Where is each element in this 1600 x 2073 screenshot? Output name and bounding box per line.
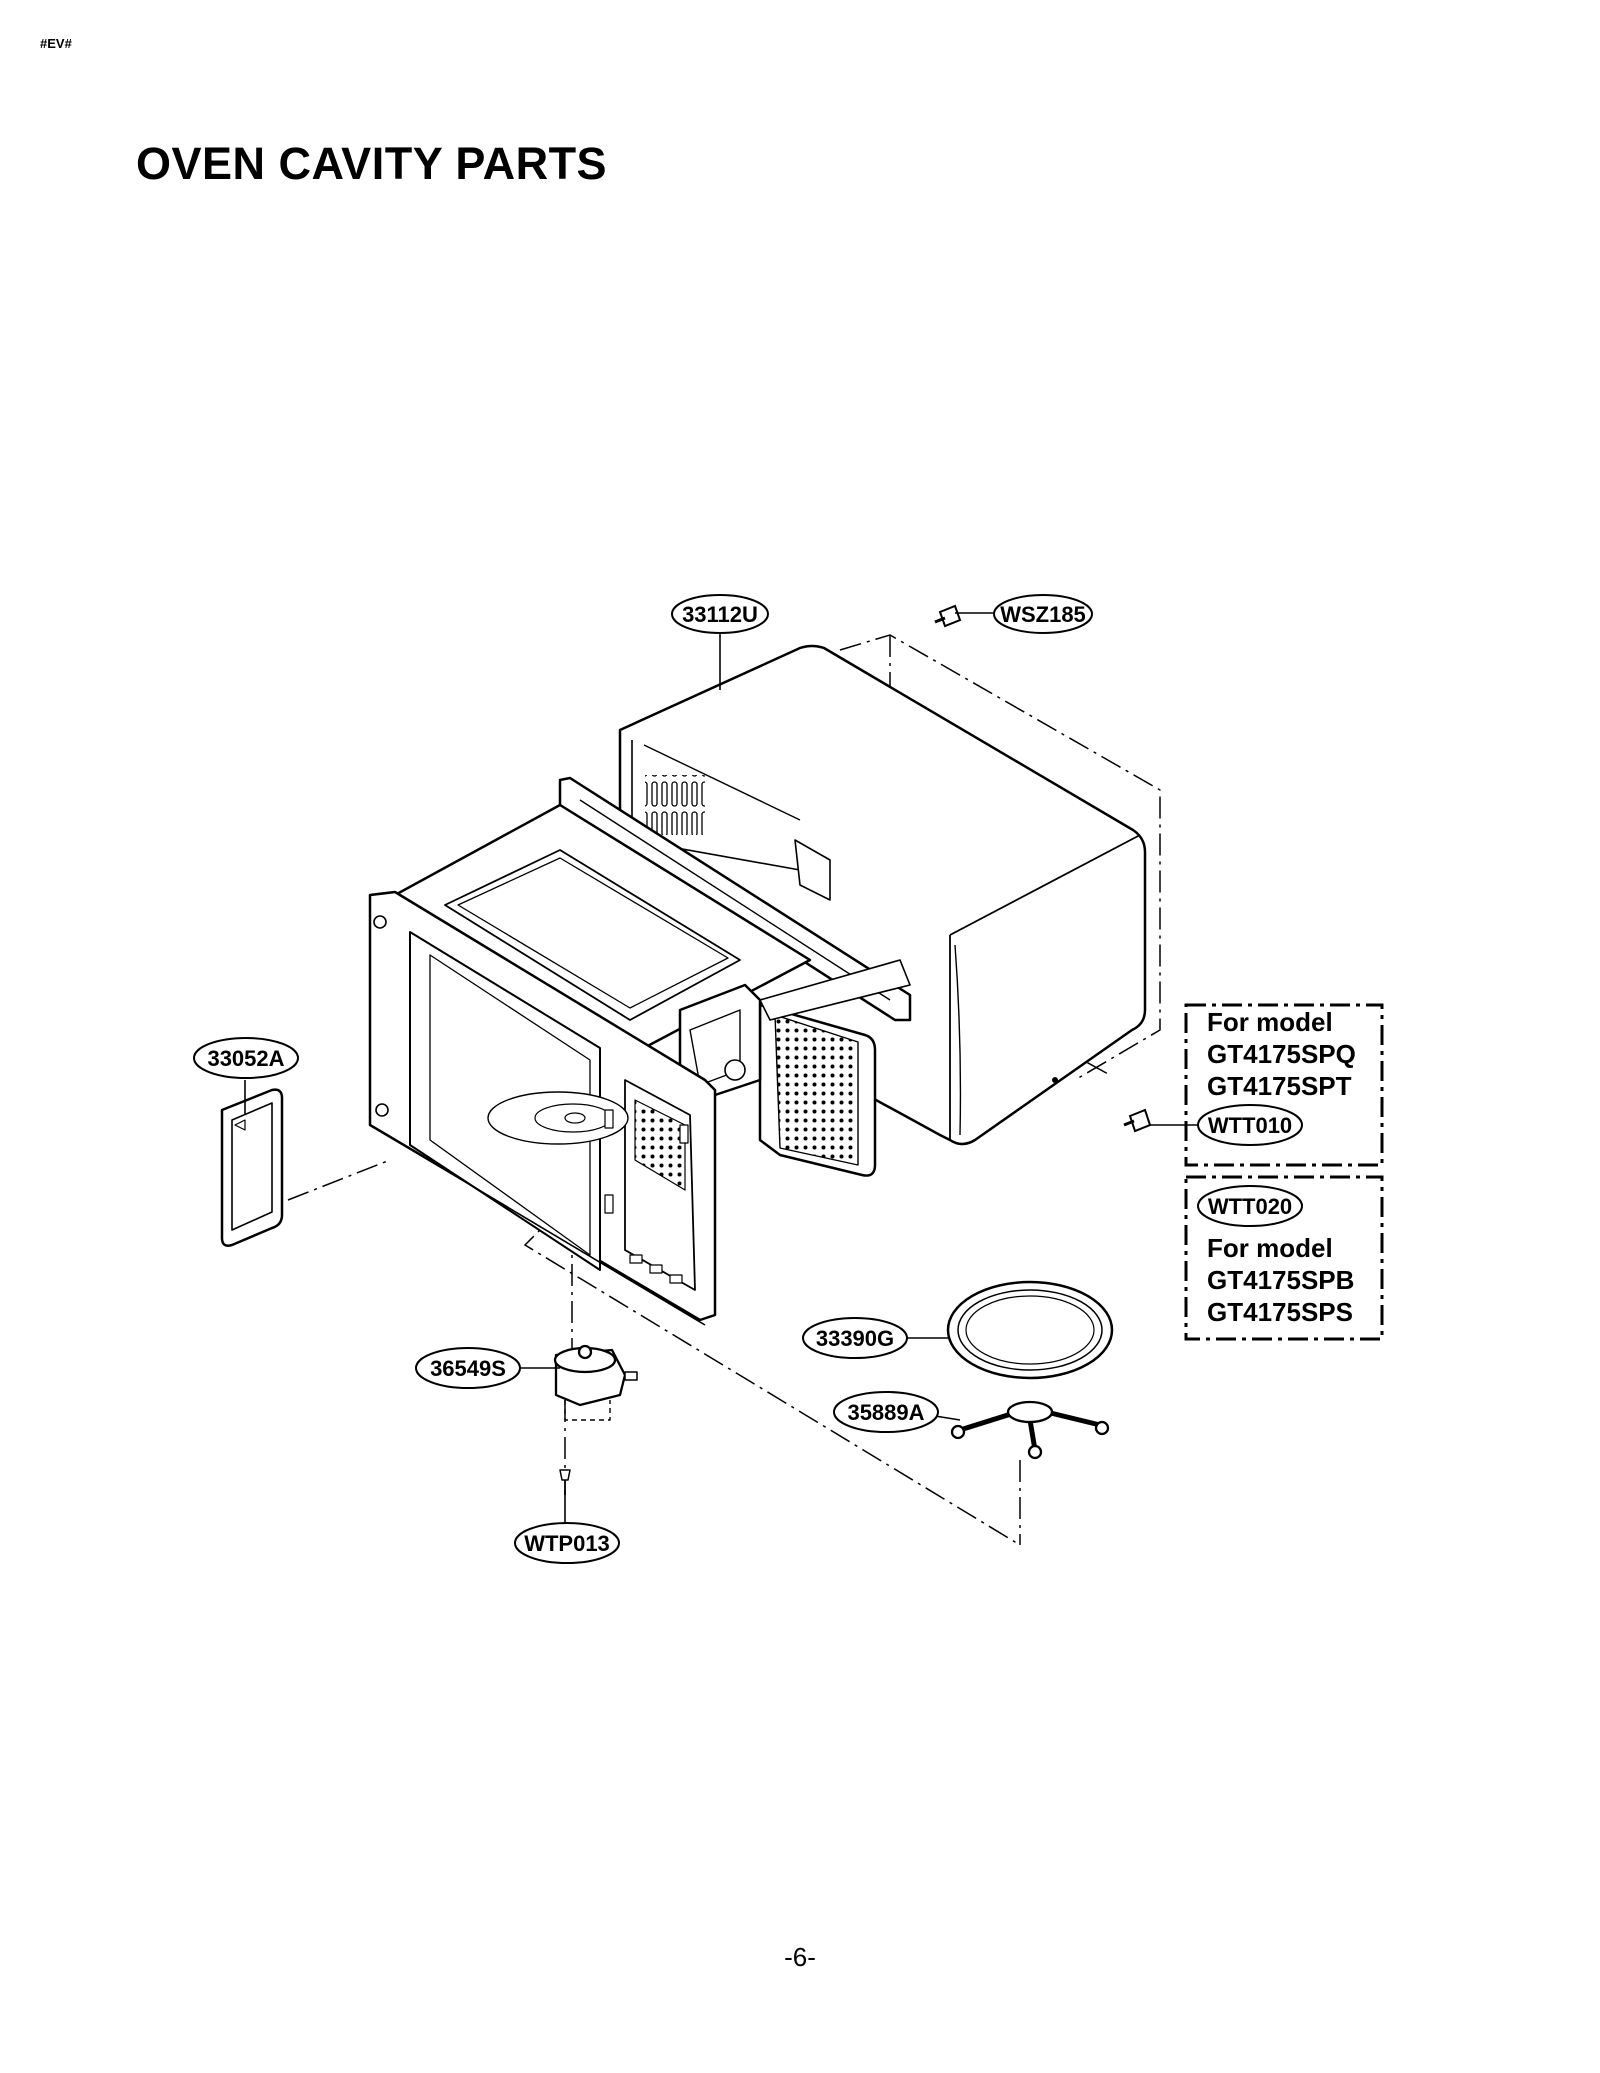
part-wtp013: WTP013 [524, 1531, 610, 1556]
label-35889a: 35889A [833, 1391, 939, 1433]
model-note-group-b: For model GT4175SPB GT4175SPS [1207, 1232, 1354, 1328]
oven-cavity-drawing [368, 776, 912, 1326]
note-prefix: For model [1207, 1233, 1333, 1263]
page-title: OVEN CAVITY PARTS [136, 138, 608, 189]
note-model: GT4175SPB [1207, 1265, 1355, 1295]
label-33112u: 33112U [671, 594, 769, 634]
note-prefix: For model [1207, 1007, 1333, 1037]
model-note-boxes [1184, 1003, 1384, 1341]
part-wtt010: WTT010 [1208, 1113, 1292, 1138]
label-33052a: 33052A [193, 1037, 299, 1079]
part-33390g: 33390G [816, 1326, 894, 1351]
part-wtt020: WTT020 [1208, 1194, 1292, 1219]
note-model: GT4175SPT [1207, 1071, 1352, 1101]
note-model: GT4175SPQ [1207, 1039, 1356, 1069]
label-wtt010: WTT010 [1197, 1104, 1303, 1146]
label-wtt020: WTT020 [1197, 1185, 1303, 1227]
label-wtp013: WTP013 [514, 1522, 620, 1564]
turntable-motor-drawing [553, 1344, 638, 1495]
part-36549s: 36549S [430, 1356, 506, 1381]
label-36549s: 36549S [415, 1347, 521, 1389]
part-labels: 33112U WSZ185 33052A 36549S WTP013 33390… [193, 594, 1303, 1564]
waveguide-cover-drawing [220, 1088, 284, 1247]
model-note-group-a: For model GT4175SPQ GT4175SPT [1207, 1006, 1356, 1102]
glass-tray-drawing [946, 1280, 1114, 1380]
label-33390g: 33390G [802, 1317, 908, 1359]
part-33112u: 33112U [682, 602, 758, 627]
part-wsz185: WSZ185 [1000, 602, 1086, 627]
label-wsz185: WSZ185 [993, 594, 1093, 634]
note-model: GT4175SPS [1207, 1297, 1353, 1327]
part-35889a: 35889A [847, 1400, 924, 1425]
roller-ring-drawing [950, 1400, 1110, 1460]
screws-drawing [934, 604, 1152, 1133]
page-number: -6- [784, 1942, 816, 1972]
document-code: #EV# [40, 36, 72, 51]
part-33052a: 33052A [207, 1046, 284, 1071]
